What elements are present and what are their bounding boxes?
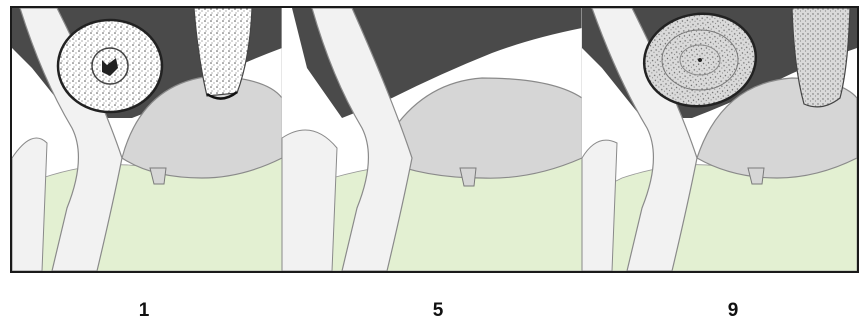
illustration-svg xyxy=(12,8,857,271)
panel-9-label: 9 xyxy=(703,300,763,322)
panel-5-label: 5 xyxy=(408,300,468,322)
panel-1-label: 1 xyxy=(114,300,174,322)
illustration-strip xyxy=(10,6,859,273)
teat-side-closeup xyxy=(792,8,850,107)
panel-9 xyxy=(582,8,857,271)
side-leg xyxy=(582,140,617,271)
panel-5 xyxy=(282,8,582,271)
side-leg xyxy=(282,130,337,271)
panel-1 xyxy=(12,8,282,271)
side-leg xyxy=(12,138,47,271)
